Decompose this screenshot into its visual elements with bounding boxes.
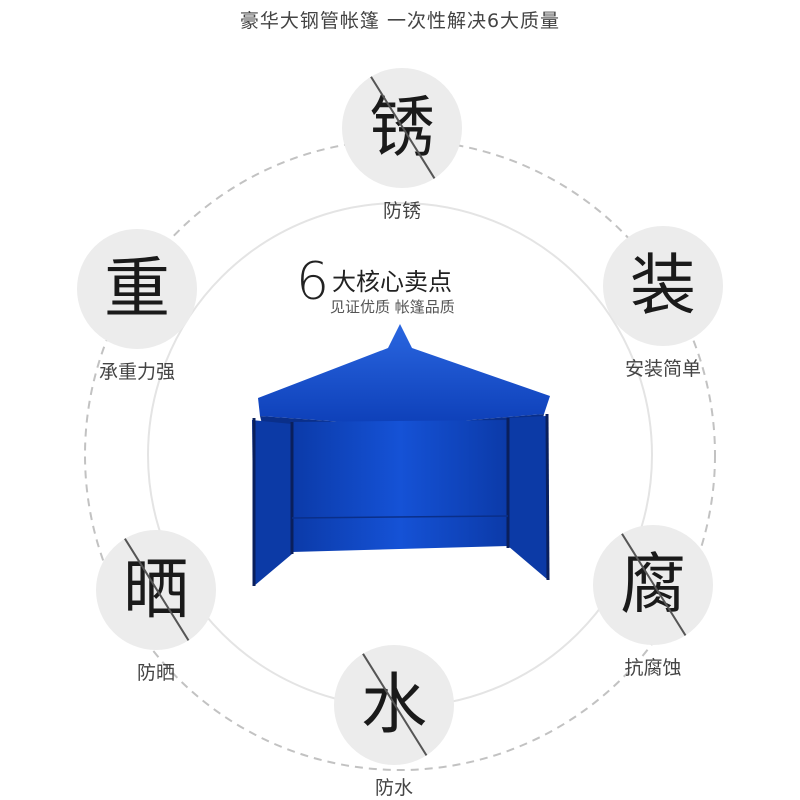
feature-caption: 防锈	[382, 200, 421, 222]
selling-points-count: 6	[296, 252, 330, 312]
tent-back-wall	[292, 420, 508, 552]
feature-caption: 防晒	[136, 662, 175, 684]
load-icon: 重	[77, 229, 197, 349]
tent-illustration	[252, 324, 550, 586]
feature-install: 装 安装简单	[583, 226, 743, 401]
feature-caption: 承重力强	[98, 361, 175, 383]
tent-roof	[258, 324, 550, 426]
corrosion-icon: 腐	[593, 525, 713, 645]
feature-glyph: 重	[104, 250, 170, 327]
headline-subtext: 见证优质 帐篷品质	[330, 298, 455, 316]
feature-load: 重 承重力强	[57, 229, 217, 404]
tent-seam	[291, 515, 509, 519]
feature-caption: 安装简单	[624, 358, 701, 380]
page-title: 豪华大钢管帐篷 一次性解决6大质量	[239, 10, 561, 32]
tent-left-wall	[252, 420, 292, 586]
sun-icon: 晒	[96, 530, 216, 650]
tent-leg	[545, 413, 550, 581]
feature-caption: 抗腐蚀	[624, 657, 682, 679]
feature-glyph: 装	[630, 247, 696, 324]
headline-text: 大核心卖点	[332, 268, 452, 296]
feature-sun: 晒 防晒	[76, 530, 236, 705]
rust-icon: 锈	[342, 68, 462, 188]
water-icon: 水	[334, 645, 454, 765]
feature-rust: 锈 防锈	[322, 68, 482, 243]
outer-dashed-ring	[84, 139, 716, 771]
feature-water: 水 防水	[314, 645, 474, 800]
selling-points-headline: 6 大核心卖点 见证优质 帐篷品质	[296, 252, 516, 326]
tent-right-wall	[508, 416, 548, 580]
install-icon: 装	[603, 226, 723, 346]
feature-corrosion: 腐 抗腐蚀	[573, 525, 733, 700]
feature-caption: 防水	[374, 777, 413, 799]
